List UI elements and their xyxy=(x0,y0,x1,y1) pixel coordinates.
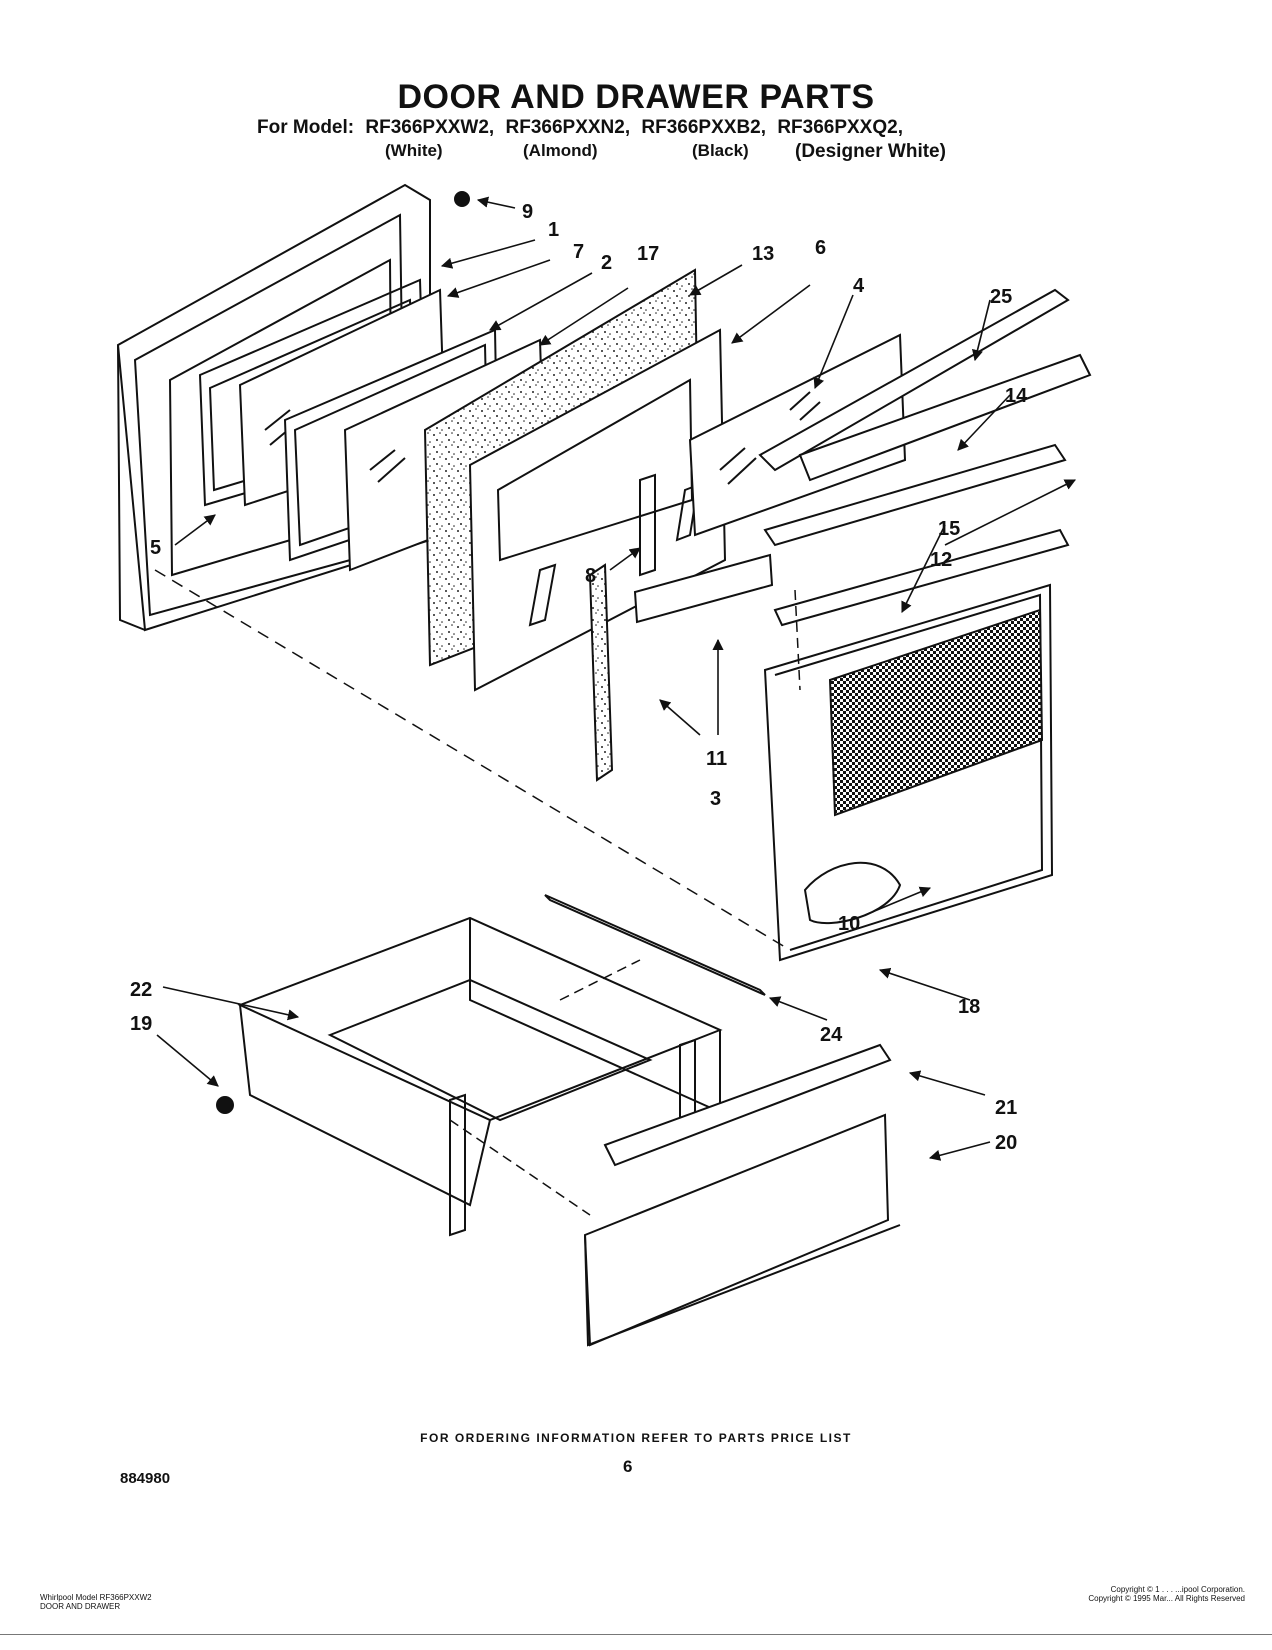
footer-section-line: DOOR AND DRAWER xyxy=(40,1602,121,1611)
footer-copyright: Copyright © 1 . . . ...ipool Corporation… xyxy=(1015,1585,1245,1603)
page-number: 6 xyxy=(623,1457,633,1476)
copyright-line-1: Copyright © 1 . . . ...ipool Corporation… xyxy=(1110,1585,1245,1594)
callout-22: 22 xyxy=(130,979,152,1001)
footer-model-line: Whirlpool Model RF366PXXW2 xyxy=(40,1593,152,1602)
model-black: RF366PXXB2, xyxy=(641,117,767,138)
callout-1: 1 xyxy=(548,219,559,241)
drawer-trim xyxy=(603,1043,892,1167)
callout-19: 19 xyxy=(130,1013,152,1035)
outer-door-panel xyxy=(763,583,1054,962)
callout-15: 15 xyxy=(938,518,960,540)
callout-17: 17 xyxy=(637,243,659,265)
model-list: For Model: RF366PXXW2, RF366PXXN2, RF366… xyxy=(257,117,909,139)
callout-24: 24 xyxy=(820,1024,843,1046)
model-prefix: For Model: xyxy=(257,117,355,138)
callout-12: 12 xyxy=(930,549,952,571)
callout-11: 11 xyxy=(706,748,727,770)
inner-door-panel xyxy=(468,328,727,692)
door-trim-channel xyxy=(798,353,1092,482)
callout-10: 10 xyxy=(838,913,860,935)
document-number: 884980 xyxy=(120,1470,171,1487)
insulation-strip xyxy=(588,563,614,782)
drawer-front-panel xyxy=(583,1113,901,1347)
ordering-note: FOR ORDERING INFORMATION REFER TO PARTS … xyxy=(420,1431,852,1445)
drawer-rail xyxy=(544,894,766,996)
callout-3: 3 xyxy=(710,788,721,810)
callout-14: 14 xyxy=(1005,385,1028,407)
callout-21: 21 xyxy=(995,1097,1017,1119)
callout-6: 6 xyxy=(815,237,826,259)
model-designer-white: RF366PXXQ2, xyxy=(777,117,903,138)
door-trim-top xyxy=(758,288,1070,472)
callout-18: 18 xyxy=(958,996,980,1018)
color-designer-white: (Designer White) xyxy=(795,141,946,162)
callout-2: 2 xyxy=(601,252,612,274)
door-handle xyxy=(763,443,1070,627)
color-white: (White) xyxy=(385,141,443,160)
callout-13: 13 xyxy=(752,243,774,265)
model-white: RF366PXXW2, xyxy=(365,117,495,138)
color-black: (Black) xyxy=(692,141,749,160)
screw xyxy=(216,1096,234,1114)
footer-model-info: Whirlpool Model RF366PXXW2 DOOR AND DRAW… xyxy=(40,1593,152,1611)
model-almond: RF366PXXN2, xyxy=(505,117,631,138)
leader-lines xyxy=(156,196,1077,1161)
callout-25: 25 xyxy=(990,286,1012,308)
color-almond: (Almond) xyxy=(523,141,598,160)
copyright-line-2: Copyright © 1995 Mar... All Rights Reser… xyxy=(1088,1594,1245,1603)
nameplate xyxy=(633,553,774,624)
page-title: DOOR AND DRAWER PARTS xyxy=(397,78,875,116)
callout-9: 9 xyxy=(522,201,533,223)
screw xyxy=(454,191,470,207)
drawer-body xyxy=(237,916,723,1237)
callout-7: 7 xyxy=(573,241,584,263)
callout-labels: 1 2 3 4 5 6 7 8 9 10 11 12 13 14 15 17 1… xyxy=(130,201,1028,1154)
callout-5: 5 xyxy=(150,537,161,559)
callout-8: 8 xyxy=(585,565,596,587)
callout-20: 20 xyxy=(995,1132,1017,1154)
callout-4: 4 xyxy=(853,275,865,297)
bottom-rule xyxy=(0,1634,1272,1635)
